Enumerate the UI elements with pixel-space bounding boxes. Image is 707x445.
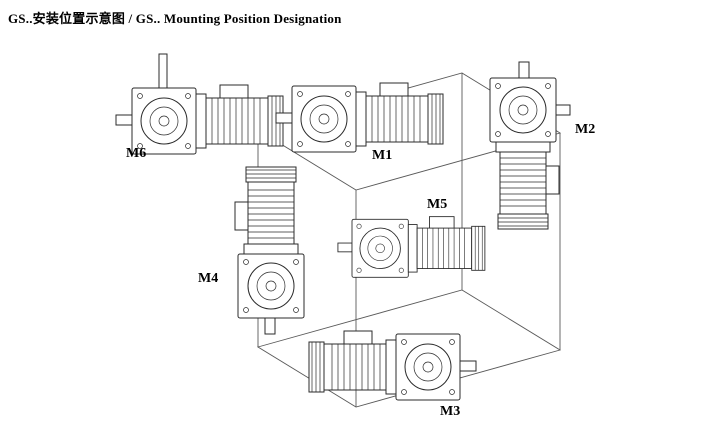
page-title: GS..安装位置示意图 / GS.. Mounting Position Des… xyxy=(8,11,342,26)
gearmotor-m1 xyxy=(275,82,444,153)
position-label-m5: M5 xyxy=(427,197,448,212)
position-label-m1: M1 xyxy=(372,148,393,163)
gearmotor-m5 xyxy=(337,216,486,278)
position-label-m4: M4 xyxy=(198,271,219,286)
gearmotor-m4 xyxy=(234,166,305,335)
position-label-m6: M6 xyxy=(126,146,147,161)
gearmotor-m3 xyxy=(308,330,477,401)
position-label-m2: M2 xyxy=(575,122,596,137)
gearmotor-m2 xyxy=(489,61,571,230)
gearmotor-m6 xyxy=(115,53,284,155)
position-label-m3: M3 xyxy=(440,404,461,419)
